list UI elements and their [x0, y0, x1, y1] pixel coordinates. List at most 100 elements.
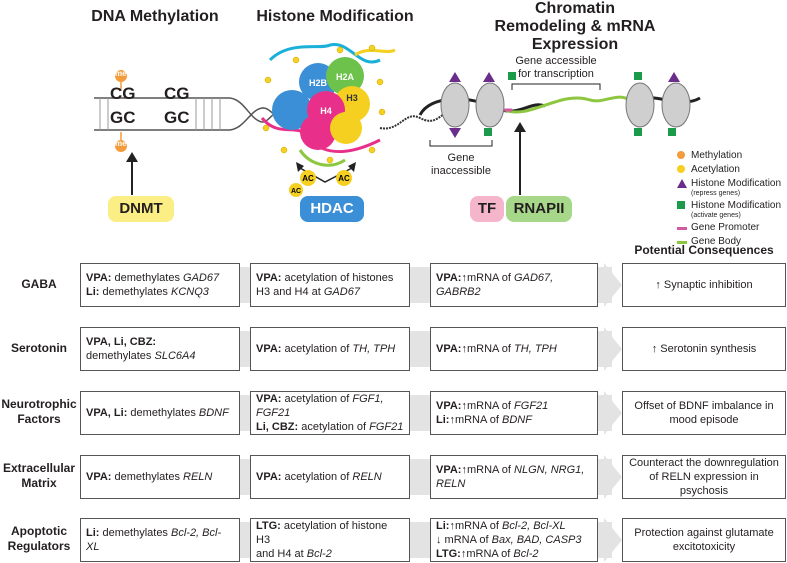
- methylation-mark-top: [115, 70, 127, 82]
- cell-text: demethylates: [99, 527, 171, 539]
- green-line-icon: [677, 241, 687, 244]
- cg-top-1: CG: [110, 84, 136, 103]
- legend-item-acetylation: Acetylation: [677, 164, 781, 178]
- gene-name: Bcl-2: [306, 548, 332, 560]
- acetylation-tags: [262, 44, 386, 164]
- cell-line: VPA:↑mRNA of NLGN, NRG1,: [436, 463, 592, 477]
- cell-text: demethylates: [111, 272, 184, 284]
- mechanism-illustration: H2B H2A H4 H3 AC AC AC: [94, 43, 701, 197]
- cell-line: VPA, Li: demethylates BDNF: [86, 406, 234, 420]
- ac-tag-icon: [677, 165, 685, 173]
- consequence-line: mood episode: [669, 414, 739, 426]
- cell-dna: VPA, Li, CBZ:demethylates SLC6A4: [80, 327, 240, 371]
- legend-label: Acetylation: [691, 164, 740, 175]
- cell-mrna: VPA:↑mRNA of GAD67,GABRB2: [430, 263, 598, 307]
- cell-line: Li:↑mRNA of BDNF: [436, 413, 592, 427]
- row-arrow-head-icon: [604, 455, 622, 499]
- cell-text: and H4 at: [256, 548, 307, 560]
- drug-label: Li:: [86, 527, 100, 539]
- cell-line: VPA: acetylation of FGF1, FGF21: [256, 392, 404, 420]
- cell-mrna: Li:↑mRNA of Bcl-2, Bcl-XL↓ mRNA of Bax, …: [430, 518, 598, 562]
- row-arrow-head-icon: [604, 327, 622, 371]
- cell-mrna: VPA:↑mRNA of TH, TPH: [430, 327, 598, 371]
- row-label: GABA: [21, 277, 57, 291]
- cell-text: ↑mRNA of: [461, 343, 515, 355]
- cell-line: H3 and H4 at GAD67: [256, 285, 404, 299]
- consequence-line: Protection against glutamate: [634, 527, 774, 539]
- gene-name: TH, TPH: [514, 343, 557, 355]
- consequence-line: ↑ Synaptic inhibition: [655, 279, 753, 291]
- cell-line: Li:↑mRNA of Bcl-2, Bcl-XL: [436, 519, 592, 533]
- me-label-bottom: me: [115, 139, 127, 148]
- cell-text: demethylates: [86, 350, 155, 362]
- row-label: Serotonin: [11, 341, 67, 355]
- green-square-icon: [677, 201, 685, 209]
- cell-line: VPA: demethylates RELN: [86, 470, 234, 484]
- gene-name: TH, TPH: [352, 343, 396, 355]
- cell-text: H3 and H4 at: [256, 286, 324, 298]
- cell-consequence: ↑ Serotonin synthesis: [622, 327, 786, 371]
- cell-line: GABRB2: [436, 285, 592, 299]
- h2a-label: H2A: [336, 72, 355, 82]
- cell-consequence: Offset of BDNF imbalance in mood episode: [622, 391, 786, 435]
- cell-text: acetylation of histones: [281, 272, 394, 284]
- gene-name: GAD67,: [514, 272, 554, 284]
- cell-text: acetylation of: [281, 471, 353, 483]
- cell-line: VPA, Li, CBZ:: [86, 335, 234, 349]
- cell-text: acetylation of: [281, 343, 353, 355]
- tf-badge: TF: [470, 196, 504, 222]
- gc-bottom-2: GC: [164, 108, 190, 127]
- drug-label: VPA:: [86, 272, 112, 284]
- cell-consequence: Protection against glutamate excitotoxici…: [622, 518, 786, 562]
- row-arrow-head-icon: [604, 263, 622, 307]
- legend-sub: (activate genes): [691, 212, 741, 219]
- drug-label: VPA:: [256, 471, 282, 483]
- cell-text: acetylation of: [281, 393, 353, 405]
- legend-item-gene-promoter: Gene Promoter: [677, 222, 781, 236]
- row-label: Neurotrophic Factors: [1, 397, 77, 426]
- gene-name: RELN: [183, 471, 213, 483]
- drug-label: VPA:: [86, 471, 112, 483]
- cell-consequence: ↑ Synaptic inhibition: [622, 263, 786, 307]
- legend-label: Methylation: [691, 150, 743, 161]
- methylation-mark-bottom: [115, 140, 127, 152]
- h4-label: H4: [320, 106, 332, 116]
- purple-triangle-icon: [677, 179, 687, 188]
- me-label-top: me: [115, 69, 127, 78]
- gene-name: SLC6A4: [154, 350, 196, 362]
- cell-dna: Li: demethylates Bcl-2, Bcl-XL: [80, 518, 240, 562]
- legend-item-gene-body: Gene Body: [677, 236, 781, 250]
- legend-item-histone-repress: Histone Modification (repress genes): [677, 178, 781, 200]
- cell-line: demethylates SLC6A4: [86, 349, 234, 363]
- cell-histone: VPA: acetylation of RELN: [250, 455, 410, 499]
- row-label: Apoptotic Regulators: [7, 524, 71, 553]
- drug-label: Li, CBZ:: [256, 421, 299, 433]
- repressive-marks: [449, 72, 495, 138]
- consequence-line: Counteract the downregulation: [629, 457, 779, 469]
- consequence-line: Offset of BDNF imbalance in: [634, 400, 774, 412]
- drug-label: Li:: [436, 520, 450, 532]
- rnapii-badge: RNAPII: [506, 196, 572, 222]
- drug-label: VPA:: [436, 400, 462, 412]
- gene-name: Bcl-2, Bcl-XL: [86, 527, 222, 553]
- hdac-badge: HDAC: [300, 196, 364, 222]
- cell-text: demethylates: [127, 407, 199, 419]
- drug-label: LTG:: [256, 520, 281, 532]
- consequence-line: excitotoxicity: [672, 541, 736, 553]
- gene-name: BDNF: [198, 407, 229, 419]
- gene-name: GAD67: [323, 286, 360, 298]
- cell-text: ↓ mRNA of: [436, 534, 492, 546]
- ac-label-3: AC: [291, 188, 301, 195]
- cell-line: VPA: demethylates GAD67: [86, 271, 234, 285]
- drug-label: VPA:: [436, 343, 462, 355]
- cell-line: VPA:↑mRNA of GAD67,: [436, 271, 592, 285]
- legend-label: Histone Modification: [691, 178, 782, 189]
- cell-text: demethylates: [99, 286, 171, 298]
- header-dna-methylation: DNA Methylation: [91, 8, 219, 25]
- header-chromatin-remodeling: Chromatin Remodeling & mRNA Expression: [494, 0, 656, 53]
- cell-line: Li: demethylates KCNQ3: [86, 285, 234, 299]
